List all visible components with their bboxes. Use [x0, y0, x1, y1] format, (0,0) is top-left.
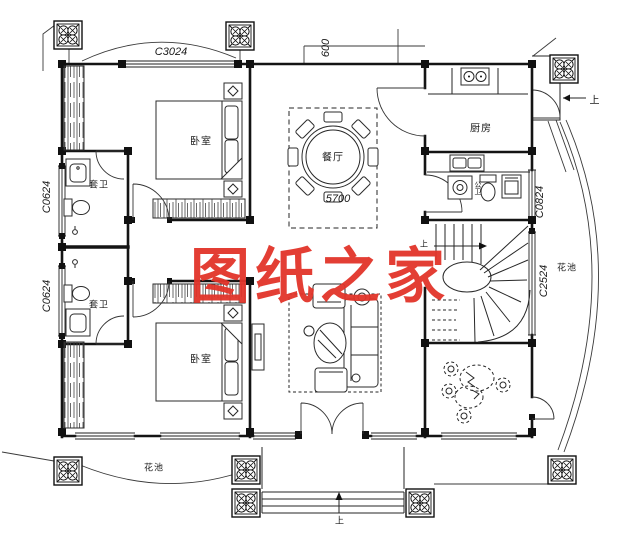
bed-top — [155, 82, 243, 198]
entry-porch — [261, 447, 405, 514]
label-flower-bed-bottom: 花池 — [143, 462, 165, 473]
bath-top-fixtures — [63, 158, 91, 235]
living-room-set — [251, 283, 382, 393]
side-entry-porch — [531, 55, 586, 121]
room-label-utility: 公卫 — [474, 181, 481, 195]
doors — [95, 87, 555, 435]
interior-walls — [60, 61, 534, 439]
wardrobe-top-bedroom — [152, 198, 246, 219]
utility-fixtures — [447, 174, 522, 202]
structural-columns — [58, 60, 536, 439]
windows — [58, 60, 536, 440]
dim-label-5700: 5700 — [325, 193, 351, 205]
marker-up-stairs: 上 — [420, 239, 428, 249]
room-label-dining: 餐厅 — [322, 152, 344, 164]
room-label-bath-bottom: 套卫 — [88, 299, 110, 310]
marker-up-porch: 上 — [334, 515, 346, 526]
room-label-bedroom-bottom: 卧室 — [190, 354, 212, 366]
wardrobe-west-bottom — [63, 341, 85, 429]
dining-set — [287, 107, 379, 229]
watermark: 图纸之家 — [190, 244, 450, 310]
room-label-bedroom-top: 卧室 — [190, 136, 212, 148]
kitchen-fixtures — [427, 67, 530, 173]
label-flower-bed-right: 花池 — [556, 262, 578, 273]
bath-bottom-fixtures — [63, 259, 91, 337]
dim-label-c0824: C0824 — [534, 185, 546, 219]
garden-plants — [441, 361, 511, 424]
dim-label-c0624-top: C0624 — [41, 180, 53, 214]
dim-label-c0624-bottom: C0624 — [41, 279, 53, 313]
room-label-kitchen: 厨房 — [470, 123, 492, 135]
flower-bed-curves — [1, 21, 599, 485]
room-label-bath-top: 套卫 — [88, 179, 110, 190]
wardrobe-bottom-bedroom — [152, 283, 246, 304]
bed-bottom — [155, 304, 243, 420]
marker-up-side-entry: 上 — [589, 95, 601, 107]
wardrobe-west-top — [63, 65, 85, 151]
dim-label-600: 600 — [320, 38, 332, 58]
dim-label-c3024: C3024 — [154, 46, 188, 58]
dim-label-c2524: C2524 — [538, 264, 550, 298]
staircase — [432, 224, 531, 343]
